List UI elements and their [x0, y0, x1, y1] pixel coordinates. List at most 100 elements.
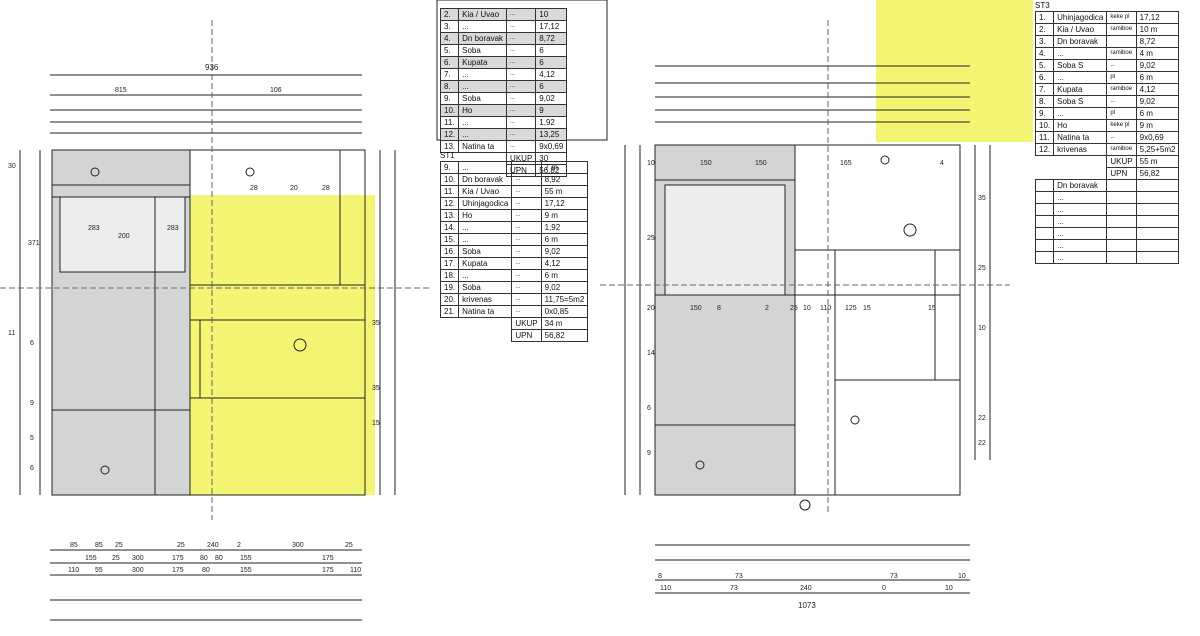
table-cell: 4. [439, 32, 460, 45]
table-row: ... [1034, 239, 1180, 252]
dim-b3-3: 175 [172, 567, 184, 574]
table-cell: 9. [439, 92, 460, 105]
table-cell: 7. [1034, 83, 1055, 96]
r-dim-left-2: 20 [647, 305, 655, 312]
table-cell: 11. [439, 116, 460, 129]
dim-top-5: 28 [322, 185, 330, 192]
table-cell: ... [1053, 227, 1108, 240]
r-dim-b-2: 240 [800, 585, 812, 592]
table-cell: 4,12 [535, 68, 568, 81]
dim-b2-6: 155 [240, 555, 252, 562]
table-cell: Natina ta [1053, 131, 1108, 144]
table-row: 5.Soba...6 [439, 44, 568, 57]
table-cell: 13. [439, 140, 460, 153]
dim-right-0: 35 [372, 320, 380, 327]
r-dim-b-4: 10 [958, 573, 966, 580]
highlight-left-plan [155, 195, 375, 495]
table-row: 11.Natina ta...9x0,69 [1034, 131, 1180, 144]
dim-b3-2: 300 [132, 567, 144, 574]
table-cell: ... [506, 80, 537, 93]
table-cell: 9,02 [540, 281, 589, 294]
r-dim-right-1: 25 [978, 265, 986, 272]
table-cell: Natina ta [458, 305, 513, 318]
table-cell: Kia / Uvao [458, 8, 508, 21]
table-cell: Natina ta [458, 140, 508, 153]
r-dim-mid-4: 10 [803, 305, 811, 312]
table-cell: 11. [1034, 131, 1055, 144]
table-cell: Ho [1053, 119, 1108, 132]
table-cell: 20. [439, 293, 460, 306]
dim-left-1: 371 [28, 240, 40, 247]
table-cell: ... [458, 221, 513, 234]
r-dim-top-3: 4 [940, 160, 944, 167]
table-cell: 55 m [1135, 155, 1180, 168]
table-cell: ... [511, 257, 542, 270]
r-dim-b-0: 8 [658, 573, 662, 580]
table-cell: ... [511, 245, 542, 258]
table-cell: Soba [458, 44, 508, 57]
table-cell: ... [1053, 71, 1108, 84]
table-cell: ... [511, 281, 542, 294]
table-cell: keke pl [1106, 11, 1137, 24]
table-cell: Soba [458, 92, 508, 105]
table-cell: 1,92 [540, 221, 589, 234]
dim-b3-0: 110 [68, 567, 79, 574]
table-cell: 0x0,85 [540, 305, 589, 318]
dim-b2-4: 80 [200, 555, 208, 562]
table-cell [1135, 239, 1180, 252]
dim-left-6: 6 [30, 465, 34, 472]
table-cell: 17,12 [540, 197, 589, 210]
table-cell: 12. [439, 197, 460, 210]
table-row: 11.......1,92 [439, 116, 568, 129]
dim-b2-3: 175 [172, 555, 184, 562]
table-cell: ... [506, 92, 537, 105]
r-dim-b-1: 73 [735, 573, 743, 580]
table-cell: 13. [439, 209, 460, 222]
table-row: 17.Kupata...4,12 [439, 257, 589, 270]
table-row: 3.......17,12 [439, 20, 568, 33]
table-cell: 2. [1034, 23, 1055, 36]
table-cell: Dn boravak [1053, 35, 1108, 48]
table-cell: 12. [1034, 143, 1055, 156]
table-cell [1106, 179, 1137, 192]
table-cell: 9,02 [1135, 59, 1180, 72]
table-row: 14.......1,92 [439, 221, 589, 234]
dim-total-top: 936 [205, 63, 219, 72]
table-cell: ... [1106, 59, 1137, 72]
table-cell: Kia / Uvao [1053, 23, 1108, 36]
table-cell: 14. [439, 221, 460, 234]
table-cell: 9x0,69 [535, 140, 568, 153]
dim-top-4: 20 [290, 185, 298, 192]
r-dim-mid-8: 15 [928, 305, 936, 312]
table-row: 5.Soba S...9,02 [1034, 59, 1180, 72]
table-cell: Ho [458, 209, 513, 222]
table-cell: ramiboe [1106, 143, 1137, 156]
dim-top-3: 28 [250, 185, 258, 192]
r-dim-left-4: 6 [647, 405, 651, 412]
table-cell: 3. [1034, 35, 1055, 48]
table-cell: ... [506, 68, 537, 81]
table-cell: ... [458, 269, 513, 282]
r-dim-top-2: 165 [840, 160, 852, 167]
table-cell: ... [1053, 191, 1108, 204]
table-cell [1034, 239, 1055, 252]
room-table-right-header: ST3 [1035, 1, 1050, 10]
table-cell: 12. [439, 128, 460, 141]
table-cell [1135, 227, 1180, 240]
table-cell [1034, 203, 1055, 216]
table-cell: Dn boravak [458, 173, 513, 186]
table-cell: 6 [535, 80, 568, 93]
dim-right-2: 15 [372, 420, 380, 427]
dim-b1-2: 25 [115, 542, 123, 549]
table-cell: 8,72 [1135, 35, 1180, 48]
r-dim-right-3: 22 [978, 415, 986, 422]
table-cell: ... [511, 185, 542, 198]
